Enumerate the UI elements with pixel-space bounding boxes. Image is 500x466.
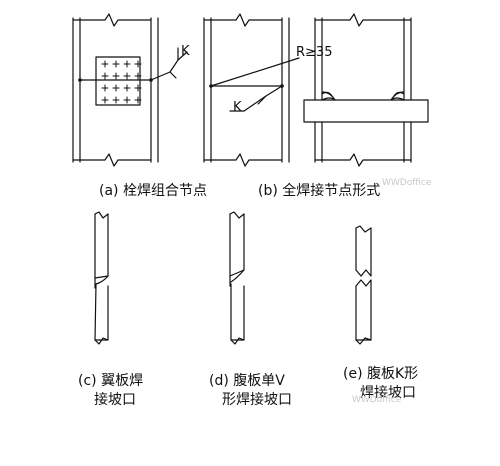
panel-c-flange-groove xyxy=(94,211,109,345)
caption-b: (b) 全焊接节点形式 xyxy=(258,183,381,199)
k-symbol-b: K xyxy=(233,100,242,115)
caption-a: (a) 栓焊组合节点 xyxy=(99,183,207,199)
caption-c-line1: (c) 翼板焊 xyxy=(78,373,144,389)
caption-e-line1: (e) 腹板K形 xyxy=(343,366,419,382)
watermark-bottom: WWDoffice xyxy=(352,395,402,405)
caption-c-line2: 接坡口 xyxy=(94,392,136,408)
caption-e-line2: 焊接坡口 xyxy=(360,385,416,401)
panel-e-web-k-groove xyxy=(355,225,372,345)
panel-d-web-single-v-groove xyxy=(229,211,245,345)
k-symbol-a: K xyxy=(181,44,190,59)
watermark-top: WWDoffice xyxy=(382,178,432,188)
panel-b-full-weld-joint xyxy=(203,13,429,167)
caption-d-line2: 形焊接坡口 xyxy=(222,392,292,408)
caption-d-line1: (d) 腹板单V xyxy=(209,373,285,389)
radius-label: R≥35 xyxy=(296,45,333,60)
panel-a-bolt-weld-joint xyxy=(72,13,188,167)
